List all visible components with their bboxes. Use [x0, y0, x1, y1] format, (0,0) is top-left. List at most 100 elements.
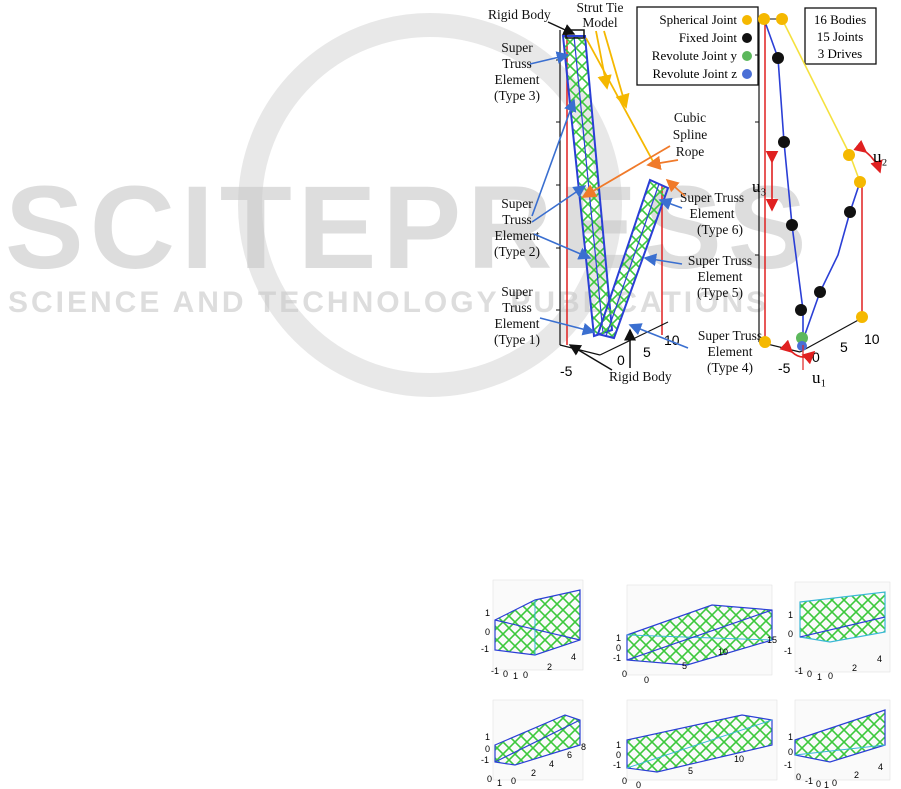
type2-line-3: Element	[495, 228, 540, 243]
thumb-tick: 1	[497, 778, 502, 788]
spherical-joint-icon	[742, 15, 752, 25]
thumb-tick: 4	[571, 652, 576, 662]
thumb-tick: -1	[481, 755, 489, 765]
drive-u2-arrow	[853, 140, 883, 174]
thumbnail-1: 1 0 -1 -1 0 1 0 2 4	[481, 579, 584, 681]
thumb-tick: 2	[852, 663, 857, 673]
rigid-body-top-label: Rigid Body	[488, 7, 551, 22]
fixed-joint-icon	[772, 52, 784, 64]
spherical-joint-icon	[856, 311, 868, 323]
tick-label: -5	[560, 363, 573, 379]
cubic-spline-label-3: Rope	[676, 144, 705, 159]
revolute-y-icon	[742, 51, 752, 61]
type6-line-3: (Type 6)	[697, 222, 743, 237]
joints-count: 15 Joints	[817, 29, 864, 44]
thumb-tick: 2	[854, 770, 859, 780]
thumb-tick: 4	[877, 654, 882, 664]
cubic-spline-label-1: Cubic	[674, 110, 706, 125]
thumbnail-6: 1 0 -1 0 -1 0 1 0 2 4	[784, 699, 891, 789]
type6-line-1: Super Truss	[680, 190, 744, 205]
thumb-tick: -1	[613, 760, 621, 770]
drive-u2-label: u₂	[873, 147, 887, 166]
thumb-tick: -1	[481, 644, 489, 654]
thumb-tick: 6	[567, 750, 572, 760]
thumb-tick: -1	[784, 646, 792, 656]
super-truss-element-tall	[561, 35, 614, 338]
thumb-tick: 0	[487, 774, 492, 784]
spherical-joint-icon	[759, 336, 771, 348]
fixed-joint-icon	[778, 136, 790, 148]
thumb-tick: 0	[828, 671, 833, 681]
thumb-tick: 5	[682, 661, 687, 671]
thumb-tick: 1	[817, 672, 822, 682]
thumb-tick: 15	[767, 635, 777, 645]
spherical-joint-icon	[843, 149, 855, 161]
counts-box: 16 Bodies 15 Joints 3 Drives	[804, 7, 877, 65]
type3-line-1: Super	[501, 40, 533, 55]
thumb-tick: 5	[688, 766, 693, 776]
thumbnail-grid: 1 0 -1 -1 0 1 0 2 4 1 0 -1 0 0 5 10 15	[481, 579, 891, 789]
thumb-tick: 0	[616, 643, 621, 653]
drives-count: 3 Drives	[818, 46, 862, 61]
drive-u1-label: u₁	[812, 368, 826, 387]
legend-label-fixed: Fixed Joint	[679, 30, 738, 45]
thumb-tick: 1	[513, 671, 518, 681]
thumb-tick: 1	[788, 610, 793, 620]
cubic-spline-label-2: Spline	[673, 127, 708, 142]
spherical-joint-icon	[854, 176, 866, 188]
thumbnail-2: 1 0 -1 0 0 5 10 15	[613, 584, 777, 685]
strut-tie-label-2: Model	[582, 15, 617, 30]
thumbnail-5: 1 0 -1 0 0 5 10	[613, 699, 778, 789]
thumb-tick: 0	[485, 627, 490, 637]
tick-label: 10	[864, 331, 880, 347]
revolute-z-icon	[797, 341, 807, 351]
thumb-tick: 0	[816, 779, 821, 789]
thumb-tick: 1	[824, 780, 829, 789]
thumbnail-4: 1 0 -1 0 1 0 2 4 6 8	[481, 699, 586, 788]
thumb-tick: -1	[784, 760, 792, 770]
thumb-tick: 10	[718, 647, 728, 657]
thumb-tick: 0	[503, 669, 508, 679]
thumb-tick: 0	[796, 772, 801, 782]
tick-label: 0	[812, 349, 820, 365]
thumbnail-3: 1 0 -1 -1 0 1 0 2 4	[784, 581, 891, 682]
thumb-tick: 0	[788, 629, 793, 639]
type2-line-4: (Type 2)	[494, 244, 540, 259]
type2-line-1: Super	[501, 196, 533, 211]
thumb-tick: 0	[636, 780, 641, 789]
type3-line-2: Truss	[502, 56, 532, 71]
thumb-tick: 0	[511, 776, 516, 786]
spherical-joint-icon	[776, 13, 788, 25]
tick-label: 0	[617, 352, 625, 368]
revolute-z-icon	[742, 69, 752, 79]
type5-line-3: (Type 5)	[697, 285, 743, 300]
legend-label-revolute-z: Revolute Joint z	[653, 66, 738, 81]
thumb-tick: -1	[491, 666, 499, 676]
type3-line-3: Element	[495, 72, 540, 87]
thumb-tick: 1	[485, 732, 490, 742]
tick-label: -5	[778, 360, 791, 376]
type1-line-1: Super	[501, 284, 533, 299]
thumb-tick: 2	[547, 662, 552, 672]
thumb-tick: -1	[805, 776, 813, 786]
thumb-tick: 1	[616, 740, 621, 750]
drive-u3-label: u₃	[752, 177, 767, 196]
thumb-tick: 4	[549, 759, 554, 769]
fixed-joint-icon	[814, 286, 826, 298]
type1-line-4: (Type 1)	[494, 332, 540, 347]
thumb-tick: 0	[622, 669, 627, 679]
fixed-joint-icon	[844, 206, 856, 218]
thumb-tick: 0	[788, 747, 793, 757]
left-labels: Rigid Body Strut Tie Model Cubic Spline …	[488, 0, 762, 384]
legend-label-spherical: Spherical Joint	[659, 12, 737, 27]
fixed-joint-icon	[795, 304, 807, 316]
watermark-subtitle: SCIENCE AND TECHNOLOGY PUBLICATIONS	[8, 286, 769, 319]
thumb-tick: 0	[616, 750, 621, 760]
thumb-tick: 2	[531, 768, 536, 778]
thumb-tick: 0	[644, 675, 649, 685]
thumb-tick: 1	[788, 732, 793, 742]
fixed-joint-icon	[786, 219, 798, 231]
type3-line-4: (Type 3)	[494, 88, 540, 103]
type4-line-3: (Type 4)	[707, 360, 753, 375]
